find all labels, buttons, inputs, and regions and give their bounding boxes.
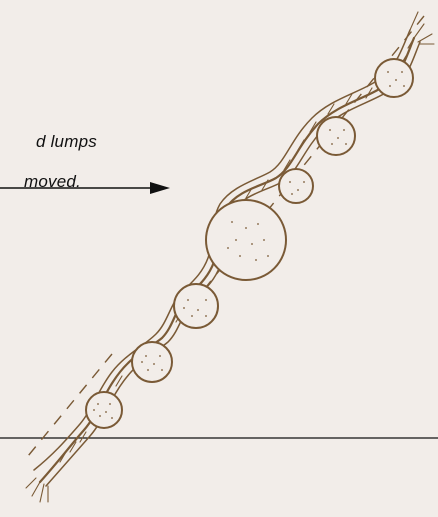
lump-5 bbox=[279, 169, 313, 203]
lump-1 bbox=[86, 392, 122, 428]
lumps bbox=[86, 59, 413, 428]
lump-7 bbox=[375, 59, 413, 97]
lump-6 bbox=[317, 117, 355, 155]
lump-2 bbox=[132, 342, 172, 382]
lump-3 bbox=[174, 284, 218, 328]
lump-4 bbox=[206, 200, 286, 280]
arrow-right-icon bbox=[0, 182, 170, 194]
